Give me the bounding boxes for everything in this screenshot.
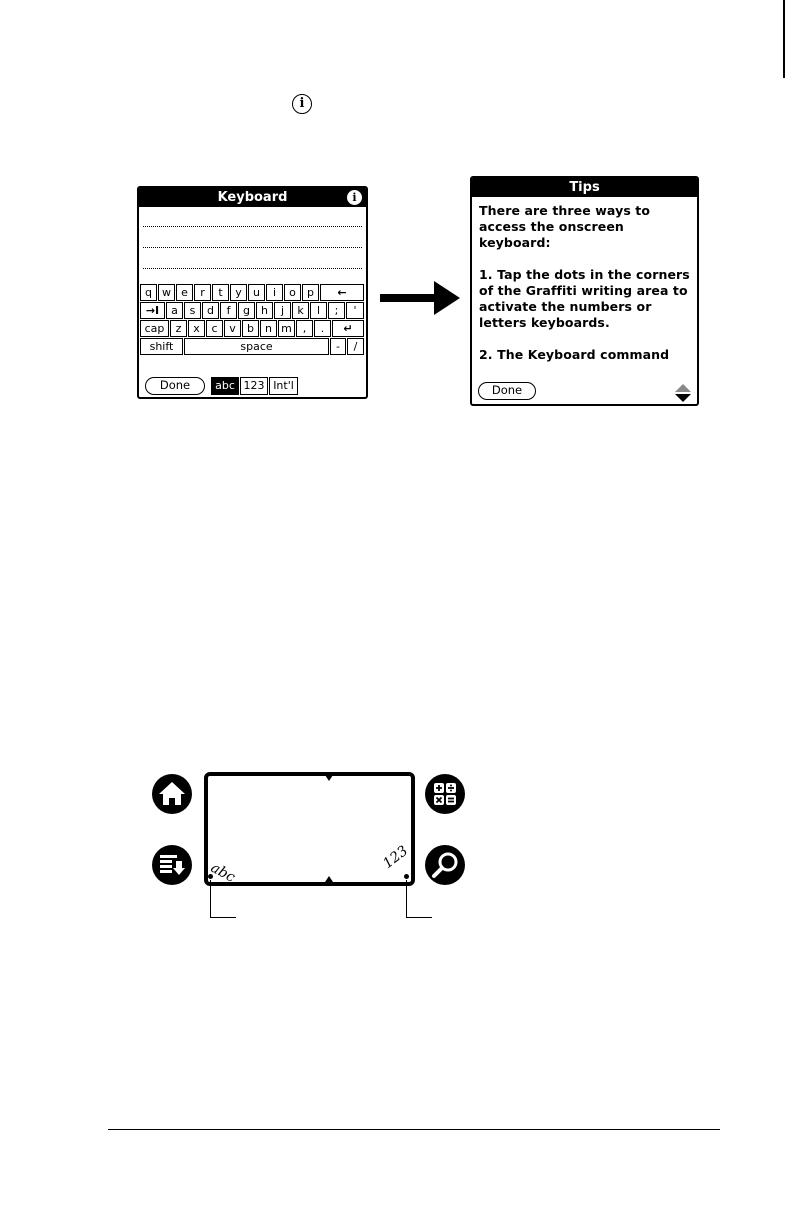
divider-bottom-marker [325, 876, 333, 882]
key[interactable]: t [212, 284, 229, 301]
key[interactable]: b [242, 320, 259, 337]
tab-key[interactable]: →I [140, 302, 165, 319]
page-edge-line [783, 0, 785, 78]
key[interactable]: h [256, 302, 273, 319]
key[interactable]: w [158, 284, 175, 301]
leader-line [406, 917, 432, 918]
tips-paragraph: There are three ways to access the onscr… [479, 203, 651, 250]
tips-done-button[interactable]: Done [478, 382, 536, 400]
key[interactable]: g [238, 302, 255, 319]
key[interactable]: ; [328, 302, 345, 319]
key[interactable]: a [166, 302, 183, 319]
key[interactable]: e [176, 284, 193, 301]
text-line [143, 247, 362, 248]
keyboard-title: Keyboard [217, 190, 288, 205]
tips-title: Tips [569, 180, 600, 195]
leader-line [210, 880, 211, 918]
scroll-down-icon[interactable] [675, 394, 691, 402]
leader-line [210, 917, 236, 918]
key[interactable]: z [170, 320, 187, 337]
tips-body: There are three ways to access the onscr… [479, 203, 693, 379]
scroll-up-icon[interactable] [675, 384, 691, 392]
space-key[interactable]: space [184, 338, 329, 355]
numbers-keyboard-dot[interactable] [404, 874, 409, 879]
backspace-key[interactable]: ← [320, 284, 364, 301]
key[interactable]: u [248, 284, 265, 301]
key[interactable]: i [266, 284, 283, 301]
key[interactable]: / [347, 338, 364, 355]
caps-key[interactable]: cap [140, 320, 169, 337]
letters-keyboard-dot[interactable] [208, 874, 213, 879]
key[interactable]: l [310, 302, 327, 319]
info-icon: i [292, 94, 312, 114]
key[interactable]: c [206, 320, 223, 337]
keyboard-done-button[interactable]: Done [145, 377, 205, 395]
footer-rule [108, 1129, 720, 1130]
tips-screen: Tips There are three ways to access the … [470, 176, 699, 406]
leader-line [406, 880, 407, 918]
key[interactable]: p [302, 284, 319, 301]
home-icon[interactable] [152, 774, 192, 814]
tips-title-bar: Tips [472, 178, 697, 197]
key[interactable]: q [140, 284, 157, 301]
keyboard-title-bar: Keyboard i [139, 188, 366, 207]
text-line [143, 226, 362, 227]
key[interactable]: v [224, 320, 241, 337]
keyboard-screen: Keyboard i q w e r t y u i o p ← →I a s … [137, 186, 368, 399]
key[interactable]: - [330, 338, 346, 355]
arrow-right-icon-head [434, 281, 460, 315]
key[interactable]: n [260, 320, 277, 337]
calculator-icon[interactable] [425, 774, 465, 814]
keyboard-info-icon[interactable]: i [347, 190, 362, 205]
menu-icon[interactable] [152, 845, 192, 885]
key[interactable]: y [230, 284, 247, 301]
keyboard-text-field[interactable] [139, 207, 366, 283]
key[interactable]: x [188, 320, 205, 337]
graffiti-writing-area[interactable] [204, 772, 415, 886]
key[interactable]: r [194, 284, 211, 301]
key[interactable]: o [284, 284, 301, 301]
key[interactable]: j [274, 302, 291, 319]
keyboard-bottom-bar: Done abc 123 Int'l [139, 372, 366, 397]
mode-abc-button[interactable]: abc [211, 377, 239, 395]
tips-paragraph: 1. Tap the dots in the corners of the Gr… [479, 267, 690, 330]
key[interactable]: m [278, 320, 295, 337]
key[interactable]: , [296, 320, 313, 337]
key[interactable]: s [184, 302, 201, 319]
tips-paragraph: 2. The Keyboard command [479, 347, 670, 362]
shift-key[interactable]: shift [140, 338, 183, 355]
key[interactable]: d [202, 302, 219, 319]
key[interactable]: f [220, 302, 237, 319]
divider-top-marker [325, 775, 333, 781]
mode-123-button[interactable]: 123 [240, 377, 268, 395]
key[interactable]: . [314, 320, 331, 337]
find-icon[interactable] [425, 845, 465, 885]
mode-intl-button[interactable]: Int'l [269, 377, 298, 395]
arrow-right-icon [380, 294, 436, 302]
key[interactable]: k [292, 302, 309, 319]
text-line [143, 268, 362, 269]
return-key[interactable]: ↵ [332, 320, 364, 337]
key[interactable]: ' [346, 302, 364, 319]
